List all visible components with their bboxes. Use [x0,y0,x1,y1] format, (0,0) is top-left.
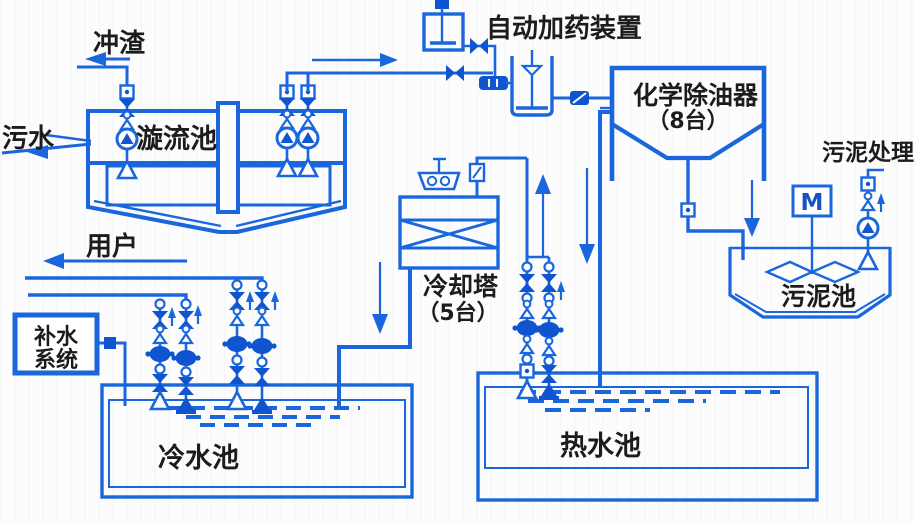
label-swirl-pool: 漩流池 [136,124,217,155]
hot-pool [476,371,819,502]
flow-up-icon [244,289,256,312]
treated-water-pipe [598,110,612,387]
label-oil-remover-count: （8台） [647,108,728,134]
arrow-down-icon [744,218,760,237]
cooling-tower [398,156,527,270]
arrow-down-icon [579,244,595,264]
agitator-motor-icon [435,0,449,9]
flow-up-icon [166,305,178,328]
label-auto-dosing: 自动加药装置 [486,13,642,44]
label-sludge-pool: 污泥池 [781,282,856,311]
arrow-left-icon [43,253,64,269]
pump-icon [115,127,139,151]
arrow-right-icon [380,53,398,67]
foot-valve-icon [857,250,879,271]
label-sludge-treatment: 污泥处理 [822,140,914,166]
slag-flush-line [77,52,139,180]
users-supply-lines [25,253,264,302]
label-sewage: 污水 [2,124,55,154]
swirl-pool-pumps [275,53,493,178]
flow-arrow-down [372,262,388,334]
sludge-agitator: M [763,184,862,284]
arrow-left-icon [85,52,106,66]
label-users: 用户 [86,231,138,262]
sludge-pump-line [856,168,887,271]
motor-label: M [801,190,824,216]
flow-up-icon [192,303,204,326]
valve-icon [680,202,696,218]
label-slag-flush: 冲渣 [93,29,146,59]
valve-icon [860,176,876,192]
arrow-left-icon [27,145,48,159]
swirl-pool-vessel [86,101,347,234]
fan-icon [417,157,461,191]
hot-water-pumps [512,158,567,400]
label-hot-pool: 热水池 [560,431,641,462]
makeup-system-box [12,312,100,376]
label-oil-remover: 化学除油器 [633,81,759,110]
auto-dosing-unit [422,0,612,117]
cold-water-pumps [145,279,281,414]
sludge-pool [728,246,892,319]
impeller-icon [763,260,862,284]
swirl-pool-divider [216,101,240,214]
inline-mixer-icon [479,76,508,90]
label-cooling-tower: 冷却塔 [423,272,499,301]
check-valve-icon [119,110,135,131]
label-cooling-tower-count: （5台） [417,300,498,326]
flow-up-icon [269,289,281,312]
valve-icon [446,65,464,81]
label-cold-pool: 冷水池 [158,443,239,474]
oil-remover-drain-pipe [686,159,745,260]
water-surface [520,390,780,412]
check-valve-icon [860,191,876,212]
makeup-water-system [12,312,127,406]
dosing-tank [422,12,465,52]
pump-icon [856,216,880,240]
mixing-tank [510,50,554,117]
chemical-oil-remover [600,65,767,260]
arrow-up-icon [535,174,551,194]
valve-icon [119,84,135,100]
flow-up-icon [555,279,567,302]
sewage-inlet [1,133,92,159]
cold-pool [100,383,414,499]
cooling-tower-outfall-pipe [337,268,412,406]
label-makeup-line2: 系统 [34,347,78,373]
arrow-down-icon [372,314,388,334]
flow-arrow-down [744,180,760,237]
pump-header-pipe [285,71,493,92]
flow-arrow-down [579,168,595,264]
flow-up-icon [875,191,887,214]
flow-arrow-up [535,174,551,258]
label-makeup-line1: 补水 [33,325,79,350]
valve-icon [104,337,116,349]
hot-pump-2 [534,261,564,400]
